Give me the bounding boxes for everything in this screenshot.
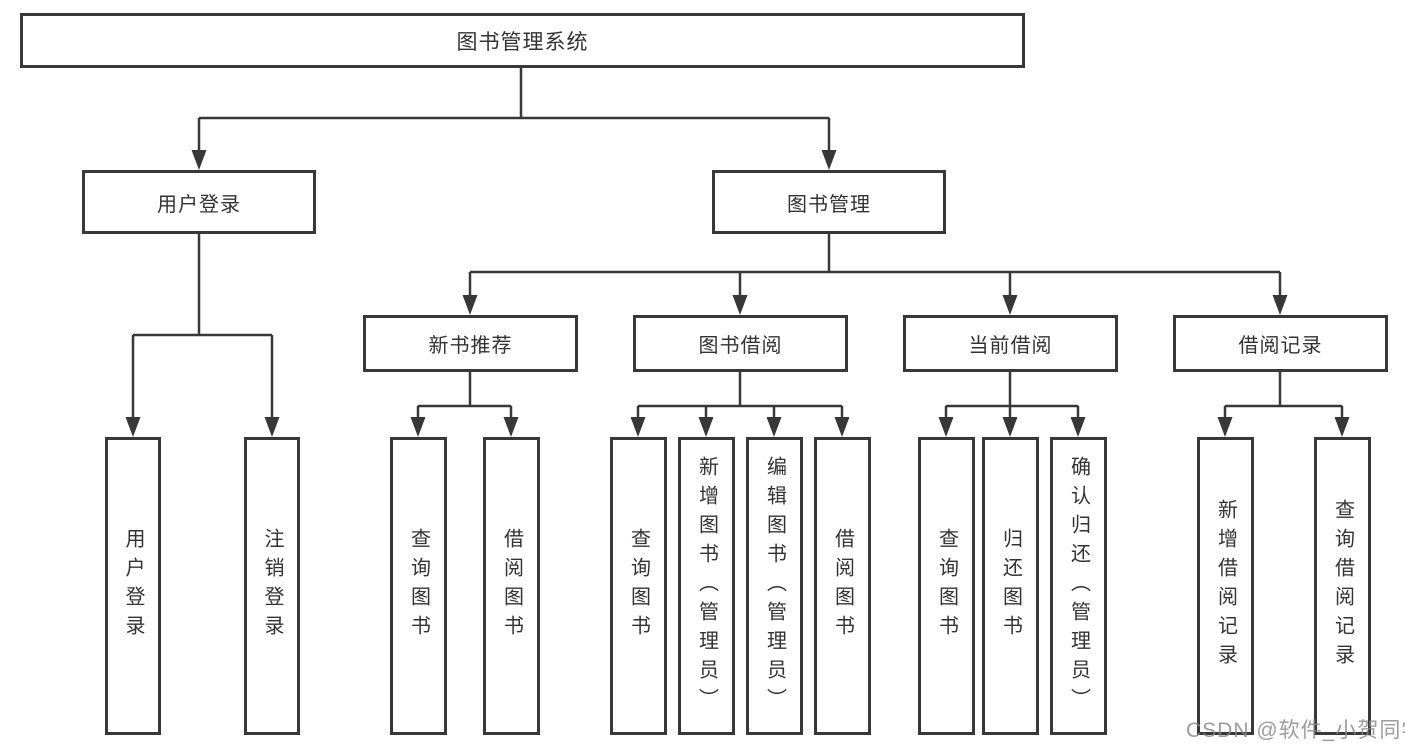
- node-label: 查询图书: [935, 528, 958, 644]
- node-label: 图书借阅: [698, 335, 783, 357]
- node-label: 归还图书: [999, 528, 1022, 644]
- watermark: CSDN @软件_小贺同学: [1186, 719, 1405, 742]
- leaf-borrow-books-borrowing: 借阅图书: [814, 437, 871, 735]
- node-system-root: 图书管理系统: [20, 13, 1025, 68]
- node-label: 查询图书: [407, 528, 430, 644]
- leaf-borrow-books-recommend: 借阅图书: [483, 437, 540, 735]
- leaf-user-login: 用户登录: [105, 437, 161, 735]
- node-label: 编辑图书（管理员）: [763, 455, 786, 717]
- node-book-management: 图书管理: [712, 170, 946, 234]
- node-label: 图书管理系统: [456, 30, 589, 54]
- leaf-add-borrow-record: 新增借阅记录: [1197, 437, 1254, 735]
- node-label: 新书推荐: [428, 335, 513, 357]
- leaf-add-books-admin: 新增图书（管理员）: [678, 437, 735, 735]
- node-label: 当前借阅: [968, 335, 1053, 357]
- connector-paths: [131, 68, 1344, 419]
- node-label: 用户登录: [122, 528, 144, 644]
- node-user-login: 用户登录: [82, 170, 316, 234]
- node-label: 查询借阅记录: [1331, 499, 1354, 673]
- leaf-return-books: 归还图书: [982, 437, 1039, 735]
- node-new-book-recommend: 新书推荐: [363, 315, 578, 372]
- leaf-query-books-current: 查询图书: [918, 437, 975, 735]
- node-label: 借阅图书: [831, 528, 854, 644]
- node-label: 注销登录: [261, 528, 283, 644]
- leaf-confirm-return-admin: 确认归还（管理员）: [1050, 437, 1107, 735]
- leaf-query-books-borrowing: 查询图书: [610, 437, 667, 735]
- node-book-borrowing: 图书借阅: [633, 315, 848, 372]
- node-label: 借阅记录: [1238, 335, 1323, 357]
- leaf-logout: 注销登录: [244, 437, 300, 735]
- node-label: 图书管理: [787, 193, 871, 216]
- leaf-edit-books-admin: 编辑图书（管理员）: [746, 437, 803, 735]
- node-label: 新增借阅记录: [1214, 499, 1237, 673]
- node-label: 借阅图书: [500, 528, 523, 644]
- node-label: 新增图书（管理员）: [695, 455, 718, 717]
- node-label: 确认归还（管理员）: [1067, 455, 1090, 717]
- node-current-borrowing: 当前借阅: [903, 315, 1118, 372]
- leaf-query-borrow-record: 查询借阅记录: [1314, 437, 1371, 735]
- leaf-query-books-recommend: 查询图书: [390, 437, 447, 735]
- node-label: 用户登录: [157, 193, 241, 216]
- arrow-down-icons: [125, 150, 1350, 437]
- node-label: 查询图书: [627, 528, 650, 644]
- node-borrowing-records: 借阅记录: [1173, 315, 1388, 372]
